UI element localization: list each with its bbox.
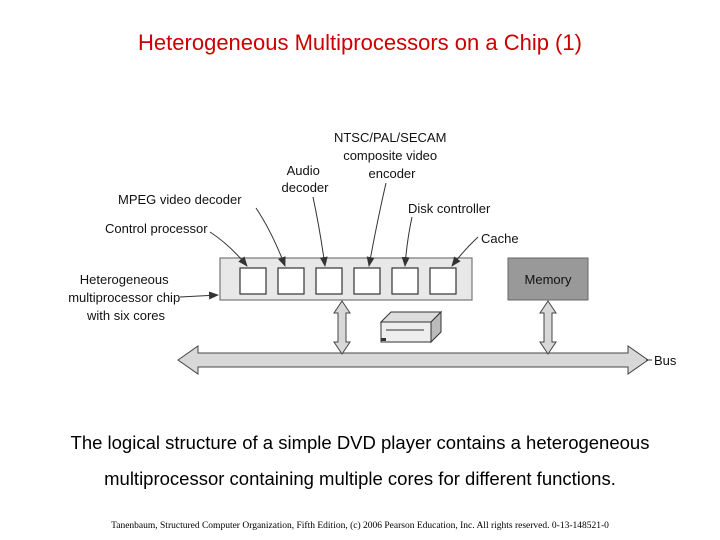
caption-line-2: multiprocessor containing multiple cores…: [104, 468, 616, 489]
memory-bus-connector: [539, 300, 557, 355]
cache-block: [429, 267, 457, 295]
copyright-footer: Tanenbaum, Structured Computer Organizat…: [111, 521, 609, 531]
core-4: [353, 267, 381, 295]
memory-block: [507, 257, 589, 301]
core-5: [391, 267, 419, 295]
dvd-player-diagram: Memory Bus NTSC/PAL/SECAM composite vide…: [68, 130, 677, 375]
control-processor-label: Control processor: [105, 221, 208, 236]
mpeg-decoder-label: MPEG video decoder: [118, 192, 242, 207]
core-3: [315, 267, 343, 295]
disk-controller-label: Disk controller: [408, 201, 491, 216]
bus: [177, 345, 649, 375]
core-1: [239, 267, 267, 295]
slide-title: Heterogeneous Multiprocessors on a Chip …: [138, 30, 582, 55]
disk-controller-arrow: [401, 216, 413, 267]
video-encoder-arrow: [366, 182, 387, 267]
dvd-drive-icon: [379, 310, 443, 344]
mpeg-decoder-arrow: [255, 207, 286, 267]
ntsc-encoder-label: NTSC/PAL/SECAM composite video encoder: [334, 130, 450, 181]
hetero-chip-arrow: [179, 291, 219, 300]
bus-label: Bus: [654, 353, 677, 368]
audio-decoder-arrow: [312, 196, 328, 267]
chip-bus-connector: [333, 300, 351, 355]
caption-line-1: The logical structure of a simple DVD pl…: [70, 432, 650, 453]
audio-decoder-label: Audio decoder: [282, 163, 330, 195]
cache-label: Cache: [481, 231, 519, 246]
cache-arrow: [451, 236, 479, 267]
hetero-chip-label: Heterogeneous multiprocessor chip with s…: [68, 272, 184, 323]
control-processor-arrow: [209, 231, 248, 267]
memory-label: Memory: [525, 272, 572, 287]
core-2: [277, 267, 305, 295]
